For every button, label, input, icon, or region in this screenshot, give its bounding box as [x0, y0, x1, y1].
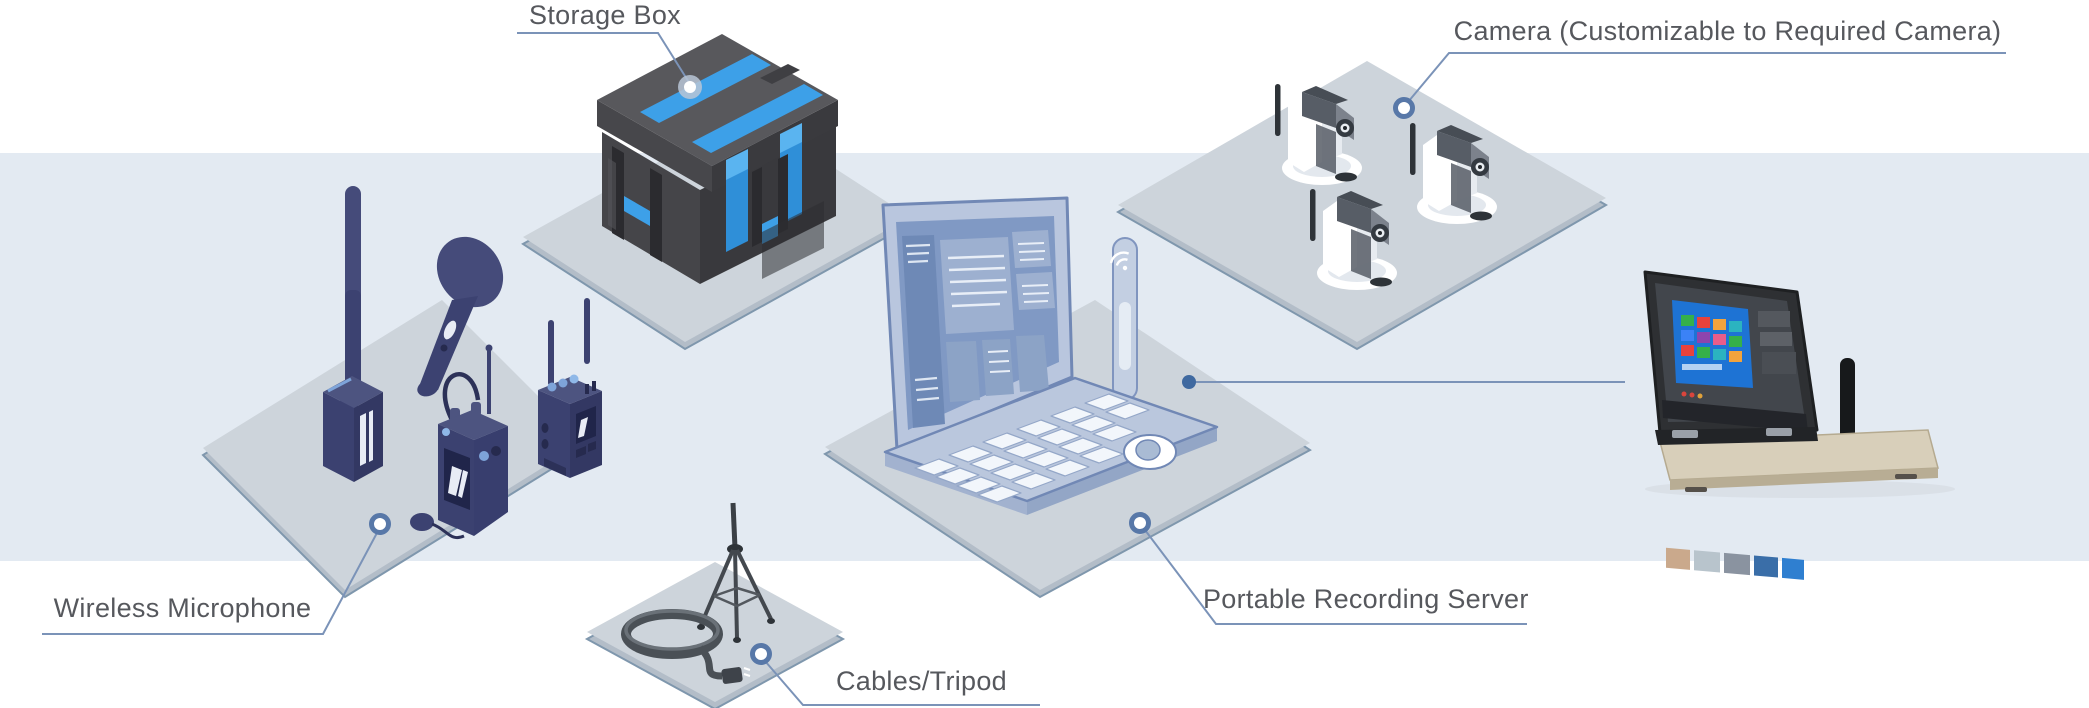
- storage-box-illustration: [597, 34, 838, 284]
- server-laptop-illustration: [881, 196, 1219, 515]
- tile-grid: [1681, 315, 1742, 362]
- boom-transmitter: [323, 186, 383, 482]
- camera-leader: [1407, 52, 2006, 103]
- storage-box-leader: [517, 32, 691, 85]
- microphone-icon: [417, 236, 504, 397]
- cables-tripod-leader: [764, 660, 1040, 706]
- label-storage-box: Storage Box: [529, 0, 681, 30]
- label-cables-tripod: Cables/Tripod: [836, 666, 1007, 696]
- camera-marker: [1393, 97, 1415, 119]
- label-wireless-microphone: Wireless Microphone: [53, 593, 312, 623]
- cable-coil-icon: [621, 609, 751, 684]
- wifi-antenna: [1109, 237, 1138, 401]
- server-antenna: [1840, 358, 1855, 444]
- wireless-microphone-marker: [369, 513, 391, 535]
- label-portable-recording-server: Portable Recording Server: [1203, 584, 1529, 614]
- tripod-icon: [697, 502, 775, 643]
- recording-server-product-photo: [1643, 270, 1955, 580]
- server-leader: [1144, 529, 1527, 625]
- server-marker: [1129, 512, 1151, 534]
- wireless-microphone-set: [323, 186, 602, 539]
- server-photo-dot: [1182, 375, 1196, 389]
- wireless-microphone-leader: [42, 530, 379, 635]
- leader-lines: [42, 32, 2006, 706]
- storage-box-marker: [678, 75, 702, 99]
- bodypack-transmitter: [410, 344, 508, 539]
- receiver: [538, 298, 602, 478]
- label-camera: Camera (Customizable to Required Camera): [1453, 16, 2002, 46]
- wifi-icon: [1109, 251, 1130, 271]
- microphone-platform: [201, 300, 586, 599]
- leader-markers: [369, 75, 1415, 665]
- cables-tripod-marker: [750, 643, 772, 665]
